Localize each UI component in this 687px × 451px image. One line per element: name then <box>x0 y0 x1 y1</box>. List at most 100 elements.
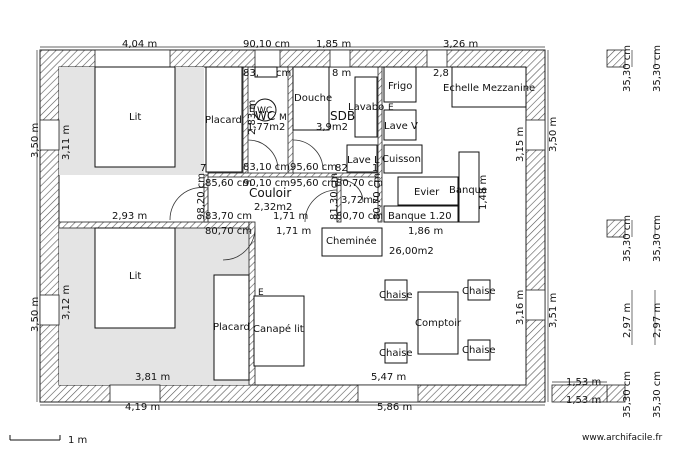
dim-left-2b: 3,12 m <box>61 285 72 320</box>
toilet <box>253 98 277 122</box>
dim-right-2: 3,16 m <box>515 290 526 325</box>
label-shower: Douche <box>294 93 332 104</box>
label-chair-1: Chaise <box>379 290 413 301</box>
dim-small-83: 83, <box>243 68 259 79</box>
dim-det-7: 35,30 cm <box>622 371 633 418</box>
label-dishwasher: Lave V <box>384 121 418 132</box>
fridge <box>383 66 417 103</box>
dim-small-8m: 8 m <box>332 68 351 79</box>
dim-top-4: 3,26 m <box>443 39 478 50</box>
dim-mid-3: 1,71 m <box>273 211 308 222</box>
dim-bottom-1: 4,19 m <box>125 402 160 413</box>
dim-small-m: M <box>279 113 287 123</box>
dim-v-4: 1,48 m <box>478 175 489 210</box>
label-bed-1: Lit <box>129 112 141 123</box>
dim-det-4: 35,30 cm <box>652 215 663 262</box>
dim-small-e3: E <box>258 288 264 298</box>
dim-c-4: 80,70 cm <box>336 178 383 189</box>
toilet-tank <box>254 66 278 78</box>
washbasin <box>354 76 378 138</box>
dim-small-82: 82 <box>335 163 348 174</box>
cooktop <box>383 144 423 174</box>
dim-top-1: 4,04 m <box>122 39 157 50</box>
dim-wc-w: 83,10 cm <box>243 162 290 173</box>
fireplace <box>321 227 383 257</box>
furniture <box>94 66 527 381</box>
dim-bottom-in-1: 3,81 m <box>135 372 170 383</box>
counter-120 <box>383 205 459 223</box>
label-fridge: Frigo <box>388 81 412 92</box>
dim-v-1: 98,20 cm <box>196 173 207 220</box>
dim-det-6: 2,97 m <box>652 303 663 338</box>
dim-mid-4: 1,86 m <box>408 226 443 237</box>
dim-small-28: 2,8 <box>433 68 449 79</box>
label-wc-icon: WC <box>257 106 272 116</box>
dim-small-e1: E <box>249 105 255 115</box>
wardrobe-2 <box>213 274 250 381</box>
dim-det-3: 35,30 cm <box>622 215 633 262</box>
dim-mid-2: 83,70 cm <box>205 211 252 222</box>
bed-2 <box>94 227 176 329</box>
dim-small-e2: E <box>388 103 394 113</box>
dim-mid-1: 2,93 m <box>112 211 147 222</box>
partition-walls <box>58 66 383 386</box>
detail-pieces <box>551 49 626 403</box>
dim-c-3: 95,60 cm <box>290 178 337 189</box>
label-chair-3: Chaise <box>379 348 413 359</box>
dim-bottom-2: 5,86 m <box>377 402 412 413</box>
dim-mid-6: 1,71 m <box>276 226 311 237</box>
area-wc: 1,77m2 <box>247 122 285 133</box>
dim-c-1: 85,60 cm <box>205 178 252 189</box>
scale-label: 1 m <box>68 435 87 446</box>
label-washbasin: Lavabo <box>348 102 384 113</box>
label-sink: Evier <box>414 187 440 198</box>
label-ladder: Echelle Mezzanine <box>443 83 535 94</box>
dim-right-1: 3,15 m <box>515 127 526 162</box>
dim-right-1b: 3,50 m <box>548 117 559 152</box>
label-washing-machine: Lave L <box>347 155 380 166</box>
sink <box>397 176 459 206</box>
sofa-bed <box>253 295 305 367</box>
dim-c-6: 80,70 cm <box>372 173 383 220</box>
dim-bottom-in-2: 5,47 m <box>371 372 406 383</box>
wardrobe-1 <box>205 66 243 173</box>
area-corridor: 2,32m2 <box>254 202 292 213</box>
label-wardrobe-1: Placard <box>205 115 242 126</box>
dimension-lines <box>36 46 549 406</box>
dishwasher <box>383 109 417 141</box>
label-bar-counter: Comptoir <box>415 318 462 329</box>
label-chair-4: Chaise <box>462 345 496 356</box>
label-counter-120: Banque 1.20 <box>388 211 452 222</box>
counter <box>458 151 480 223</box>
chair-4 <box>467 339 491 361</box>
area-sdb: 3,9m2 <box>316 122 348 133</box>
dim-det-5: 2,97 m <box>622 303 633 338</box>
dim-v-2: 81,30 cm <box>329 173 340 220</box>
ladder <box>451 66 527 108</box>
label-cooktop: Cuisson <box>382 154 421 165</box>
dim-small-cm: cm <box>276 68 291 79</box>
dim-right-2b: 3,51 m <box>548 293 559 328</box>
dim-left-1: 3,50 m <box>30 123 41 158</box>
dim-small-1: 1 <box>372 163 378 174</box>
dim-sdb-w: 95,60 cm <box>290 162 337 173</box>
chair-2 <box>467 279 491 301</box>
area-kitchen: 3,72m2 <box>341 195 379 206</box>
label-sofa-bed: Canapé lit <box>253 323 304 335</box>
dim-det-10: 1,53 m <box>566 395 601 406</box>
dim-mid-5: 80,70 cm <box>205 226 252 237</box>
area-living: 26,00m2 <box>389 246 434 257</box>
label-sdb: SDB <box>330 109 355 123</box>
dim-small-7: 7 <box>200 163 206 174</box>
dim-det-8: 35,30 cm <box>652 371 663 418</box>
door-swings <box>169 139 364 261</box>
bed-1 <box>94 66 176 168</box>
dim-v-3: 2,83 m <box>247 100 258 135</box>
dim-det-9: 1,53 m <box>566 377 601 388</box>
label-wardrobe-2: Placard <box>213 322 250 333</box>
dim-c-5: 80,70 cm <box>336 211 383 222</box>
label-chair-2: Chaise <box>462 286 496 297</box>
dim-top-3: 1,85 m <box>316 39 351 50</box>
dim-top-2: 90,10 cm <box>243 39 290 50</box>
